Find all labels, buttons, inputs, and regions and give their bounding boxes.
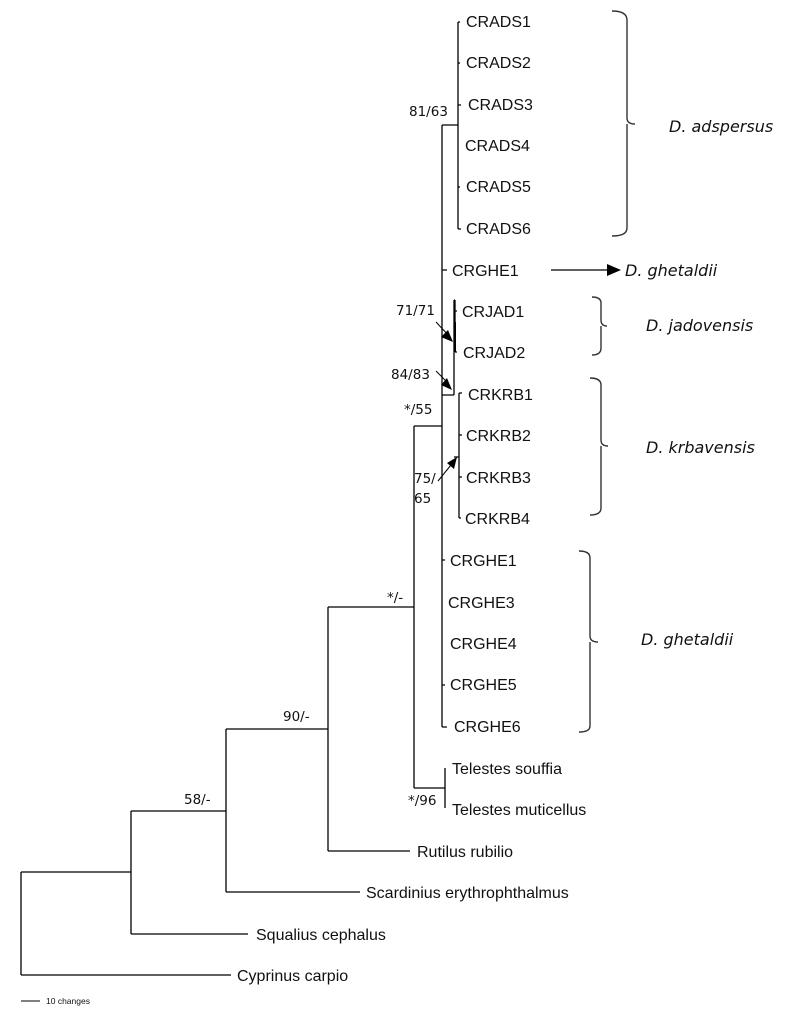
support-telestes: */96: [408, 793, 436, 809]
tip-label: CRKRB4: [465, 511, 530, 528]
clade-labels: D. adspersus D. ghetaldii D. jadovensis …: [625, 117, 773, 649]
tip-label: CRGHE3: [448, 595, 515, 612]
support-adspersus: 81/63: [409, 104, 448, 120]
branch-rutilus-node: [327, 606, 414, 852]
tip-label: CRKRB2: [466, 428, 531, 445]
arrow-head-71: [441, 330, 453, 342]
tip-label: CRKRB1: [468, 387, 533, 404]
scale-bar-label: 10 changes: [46, 996, 90, 1006]
tip-label: CRKRB3: [466, 470, 531, 487]
tip-label: CRJAD1: [462, 304, 524, 321]
tip-label: CRGHE1: [450, 553, 517, 570]
clade-label-ghetaldii-single: D. ghetaldii: [625, 261, 718, 280]
support-arrows: [435, 264, 621, 482]
tip-labels: CRADS1 CRADS2 CRADS3 CRADS4 CRADS5 CRADS…: [237, 14, 586, 985]
tip-label: CRADS2: [466, 55, 531, 72]
brace-ghetaldii: [578, 550, 599, 733]
support-krbavensis-b: 65: [414, 491, 431, 507]
arrow-head-75: [447, 457, 457, 469]
tip-label: CRGHE6: [454, 719, 521, 736]
clade-label-adspersus: D. adspersus: [669, 117, 773, 136]
branch-jad-krb: [442, 299, 455, 396]
branch-scardinius-node: [225, 728, 360, 893]
branch-ghetaldii: [442, 269, 447, 728]
tip-label: CRADS3: [468, 97, 533, 114]
branch-ingroup-node: [413, 425, 445, 789]
clade-label-krbavensis: D. krbavensis: [646, 438, 755, 457]
arrow-head-84: [441, 378, 452, 390]
tip-label: Telestes muticellus: [452, 802, 586, 819]
support-dinaric: */55: [404, 402, 432, 418]
tip-label: Cyprinus carpio: [237, 968, 348, 985]
tip-label: CRGHE1: [452, 263, 519, 280]
clade-braces: [578, 10, 636, 733]
tip-label: CRADS6: [466, 221, 531, 238]
tip-label: Squalius cephalus: [256, 927, 386, 944]
clade-label-ghetaldii: D. ghetaldii: [641, 630, 734, 649]
tip-label: CRADS4: [465, 138, 530, 155]
support-ingroup: */-: [387, 590, 403, 606]
support-jad-krb: 84/83: [391, 367, 430, 383]
support-rutilus-node: 90/-: [283, 709, 310, 725]
scale-bar: 10 changes: [21, 996, 90, 1006]
support-scardinius-node: 58/-: [184, 792, 211, 808]
clade-label-jadovensis: D. jadovensis: [646, 316, 753, 335]
support-values: 81/63 71/71 84/83 */55 75/ 65 */- */96 9…: [184, 104, 448, 809]
brace-jadovensis: [591, 296, 608, 356]
arrow-ghetaldii: [607, 264, 621, 276]
tip-label: Telestes souffia: [452, 761, 562, 778]
tip-label: CRGHE4: [450, 636, 517, 653]
brace-adspersus: [611, 10, 636, 237]
tree-branches: [20, 21, 462, 976]
support-krbavensis-a: 75/: [414, 471, 436, 487]
brace-krbavensis: [589, 377, 609, 516]
support-jadovensis: 71/71: [396, 303, 435, 319]
branch-krbavensis-stem: [454, 392, 462, 519]
branch-root: [20, 871, 231, 976]
branch-squalius-node: [130, 810, 248, 935]
tip-label: CRADS5: [466, 179, 531, 196]
tip-label: Scardinius erythrophthalmus: [366, 885, 569, 902]
branch-adspersus: [442, 21, 461, 230]
tip-label: CRGHE5: [450, 677, 517, 694]
tip-label: Rutilus rubilio: [417, 844, 513, 861]
tip-label: CRJAD2: [463, 345, 525, 362]
tip-label: CRADS1: [466, 14, 531, 31]
